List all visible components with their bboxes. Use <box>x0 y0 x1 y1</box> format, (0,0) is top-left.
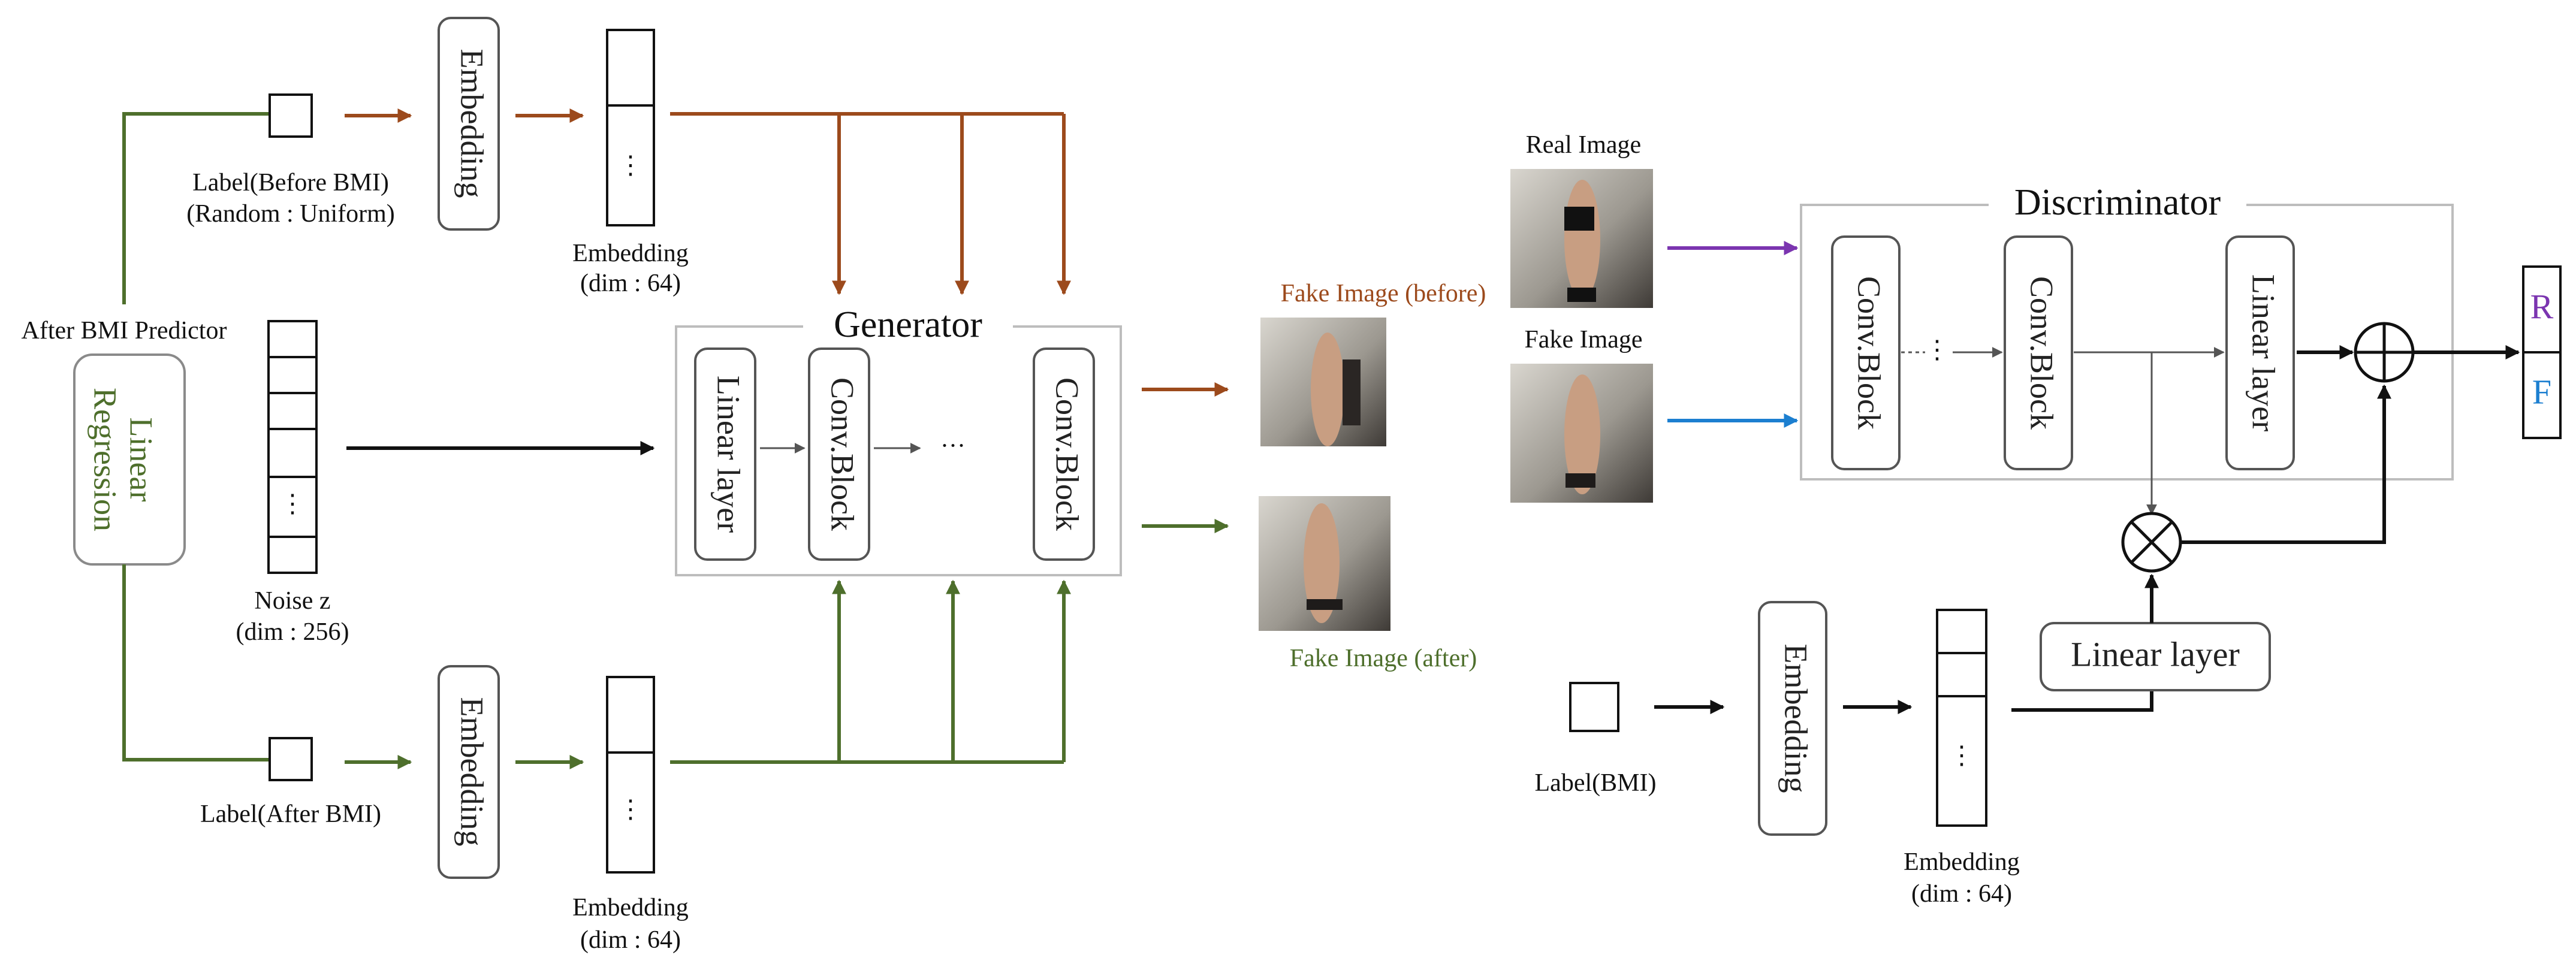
linear-regression-block: Linear Regression <box>73 353 186 566</box>
generator-linear-layer-block: Linear layer <box>694 347 756 561</box>
linear-regression-label-line1: Linear <box>123 418 159 502</box>
label-before-bmi-range: (Random : Uniform) <box>186 200 395 228</box>
embedding-block-after: Embedding <box>438 665 500 879</box>
after-bmi-predictor-label: After BMI Predictor <box>22 317 227 345</box>
fake-image-photo <box>1510 364 1653 503</box>
output-real-fake: R F <box>2522 265 2562 439</box>
label-bmi-caption: Label(BMI) <box>1535 769 1657 797</box>
embedding-disc-dim: (dim : 64) <box>1911 880 2012 908</box>
label-before-bmi-square <box>269 93 313 138</box>
vector-to-linear-layer-connector <box>2011 690 2153 712</box>
embedding-vector-after-dots: ⋮ <box>618 796 643 824</box>
noise-vector-dots: ⋮ <box>280 491 305 518</box>
fake-image-after-photo <box>1259 496 1390 631</box>
embedding-block-discriminator: Embedding <box>1758 601 1827 836</box>
embedding-before-caption: Embedding <box>572 240 689 267</box>
fake-image-before-caption: Fake Image (before) <box>1281 280 1486 307</box>
generator-ellipsis: ··· <box>940 433 966 460</box>
embedding-vector-before-dots: ⋮ <box>618 152 643 180</box>
multiply-to-plus-arrow <box>2180 384 2391 544</box>
embedding-after-caption: Embedding <box>572 894 689 921</box>
real-image-photo <box>1510 169 1653 308</box>
discriminator-ellipsis: ⋮ <box>1925 337 1950 364</box>
generator-title: Generator <box>834 304 982 345</box>
discriminator-linear-layer-block: Linear layer <box>2225 235 2295 470</box>
embedding-after-label: Embedding <box>454 697 490 847</box>
label-bmi-square <box>1569 682 1619 732</box>
generator-conv-block-n-label: Conv.Block <box>1049 377 1085 531</box>
output-real-label: R <box>2530 287 2554 326</box>
discriminator-conv-block-1-label: Conv.Block <box>1851 276 1887 430</box>
label-before-bmi-caption: Label(Before BMI) <box>192 169 389 197</box>
fake-image-caption: Fake Image <box>1524 326 1642 353</box>
label-after-bmi-square <box>269 737 313 781</box>
embedding-disc-caption: Embedding <box>1904 848 2020 876</box>
noise-dim: (dim : 256) <box>236 618 349 646</box>
generator-conv-block-1-label: Conv.Block <box>825 377 861 531</box>
embedding-vector-disc-dots: ⋮ <box>1949 742 1974 770</box>
embedding-vector-before: ⋮ <box>606 29 655 226</box>
generator-conv-block-n: Conv.Block <box>1033 347 1095 561</box>
projection-linear-layer-block: Linear layer <box>2040 622 2271 691</box>
embedding-discriminator-label: Embedding <box>1778 644 1814 793</box>
discriminator-linear-layer-label: Linear layer <box>2246 274 2282 431</box>
predictor-to-after-label-connector <box>122 564 270 761</box>
noise-vector: ⋮ <box>267 320 318 574</box>
sum-operator <box>2354 322 2415 383</box>
output-fake-label: F <box>2532 372 2551 411</box>
fake-image-before-photo <box>1260 318 1386 446</box>
embedding-block-before: Embedding <box>438 17 500 231</box>
embedding-before-label: Embedding <box>454 49 490 198</box>
generator-linear-layer-label: Linear layer <box>711 376 747 533</box>
real-image-caption: Real Image <box>1526 131 1641 159</box>
linear-regression-label-line2: Regression <box>88 388 123 531</box>
embedding-before-dim: (dim : 64) <box>580 270 681 297</box>
embedding-after-dim: (dim : 64) <box>580 926 681 954</box>
discriminator-conv-block-n-label: Conv.Block <box>2024 276 2060 430</box>
generator-frame: Generator <box>675 304 1122 576</box>
discriminator-title: Discriminator <box>2014 182 2221 223</box>
predictor-to-before-label-connector <box>122 112 270 304</box>
projection-linear-layer-label: Linear layer <box>2071 634 2240 673</box>
noise-caption: Noise z <box>254 587 330 615</box>
discriminator-frame: Discriminator <box>1800 182 2454 481</box>
fake-image-after-caption: Fake Image (after) <box>1290 645 1477 672</box>
discriminator-conv-block-n: Conv.Block <box>2004 235 2073 470</box>
label-after-bmi-caption: Label(After BMI) <box>200 800 381 828</box>
generator-conv-block-1: Conv.Block <box>808 347 870 561</box>
embedding-vector-after: ⋮ <box>606 676 655 874</box>
discriminator-conv-block-1: Conv.Block <box>1831 235 1901 470</box>
multiply-operator <box>2121 512 2182 573</box>
embedding-vector-discriminator: ⋮ <box>1936 609 1987 827</box>
